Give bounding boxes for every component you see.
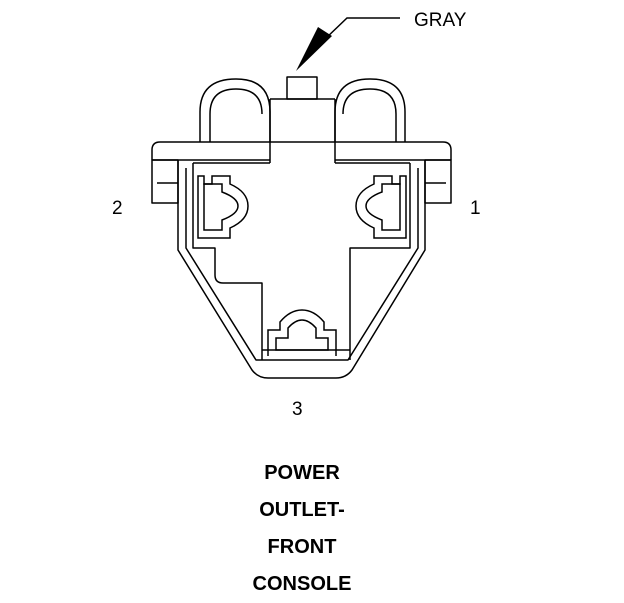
terminal-cavity-1	[355, 175, 407, 239]
callout-leader	[323, 17, 400, 41]
pin-label-3: 3	[292, 399, 303, 420]
top-flange	[151, 141, 452, 160]
right-side-block	[424, 159, 452, 204]
diagram-caption: POWER OUTLET- FRONT CONSOLE	[0, 455, 604, 603]
main-housing	[177, 160, 426, 379]
caption-line-2: OUTLET-	[259, 499, 345, 521]
caption-line-1: POWER	[264, 462, 340, 484]
pin-label-1: 1	[470, 198, 481, 219]
caption-line-4: CONSOLE	[252, 573, 352, 595]
left-mounting-ear	[199, 78, 271, 142]
left-side-block	[151, 159, 179, 204]
pin-label-2: 2	[112, 198, 123, 219]
callout-color-label: GRAY	[414, 10, 467, 31]
terminal-cavity-3	[267, 309, 337, 356]
cross-cavity	[192, 160, 411, 360]
center-riser	[269, 98, 336, 160]
caption-line-3: FRONT	[267, 536, 337, 558]
right-mounting-ear	[334, 78, 406, 142]
locking-tab	[286, 76, 318, 100]
terminal-cavity-2	[197, 175, 249, 239]
callout-arrowhead	[296, 27, 332, 71]
